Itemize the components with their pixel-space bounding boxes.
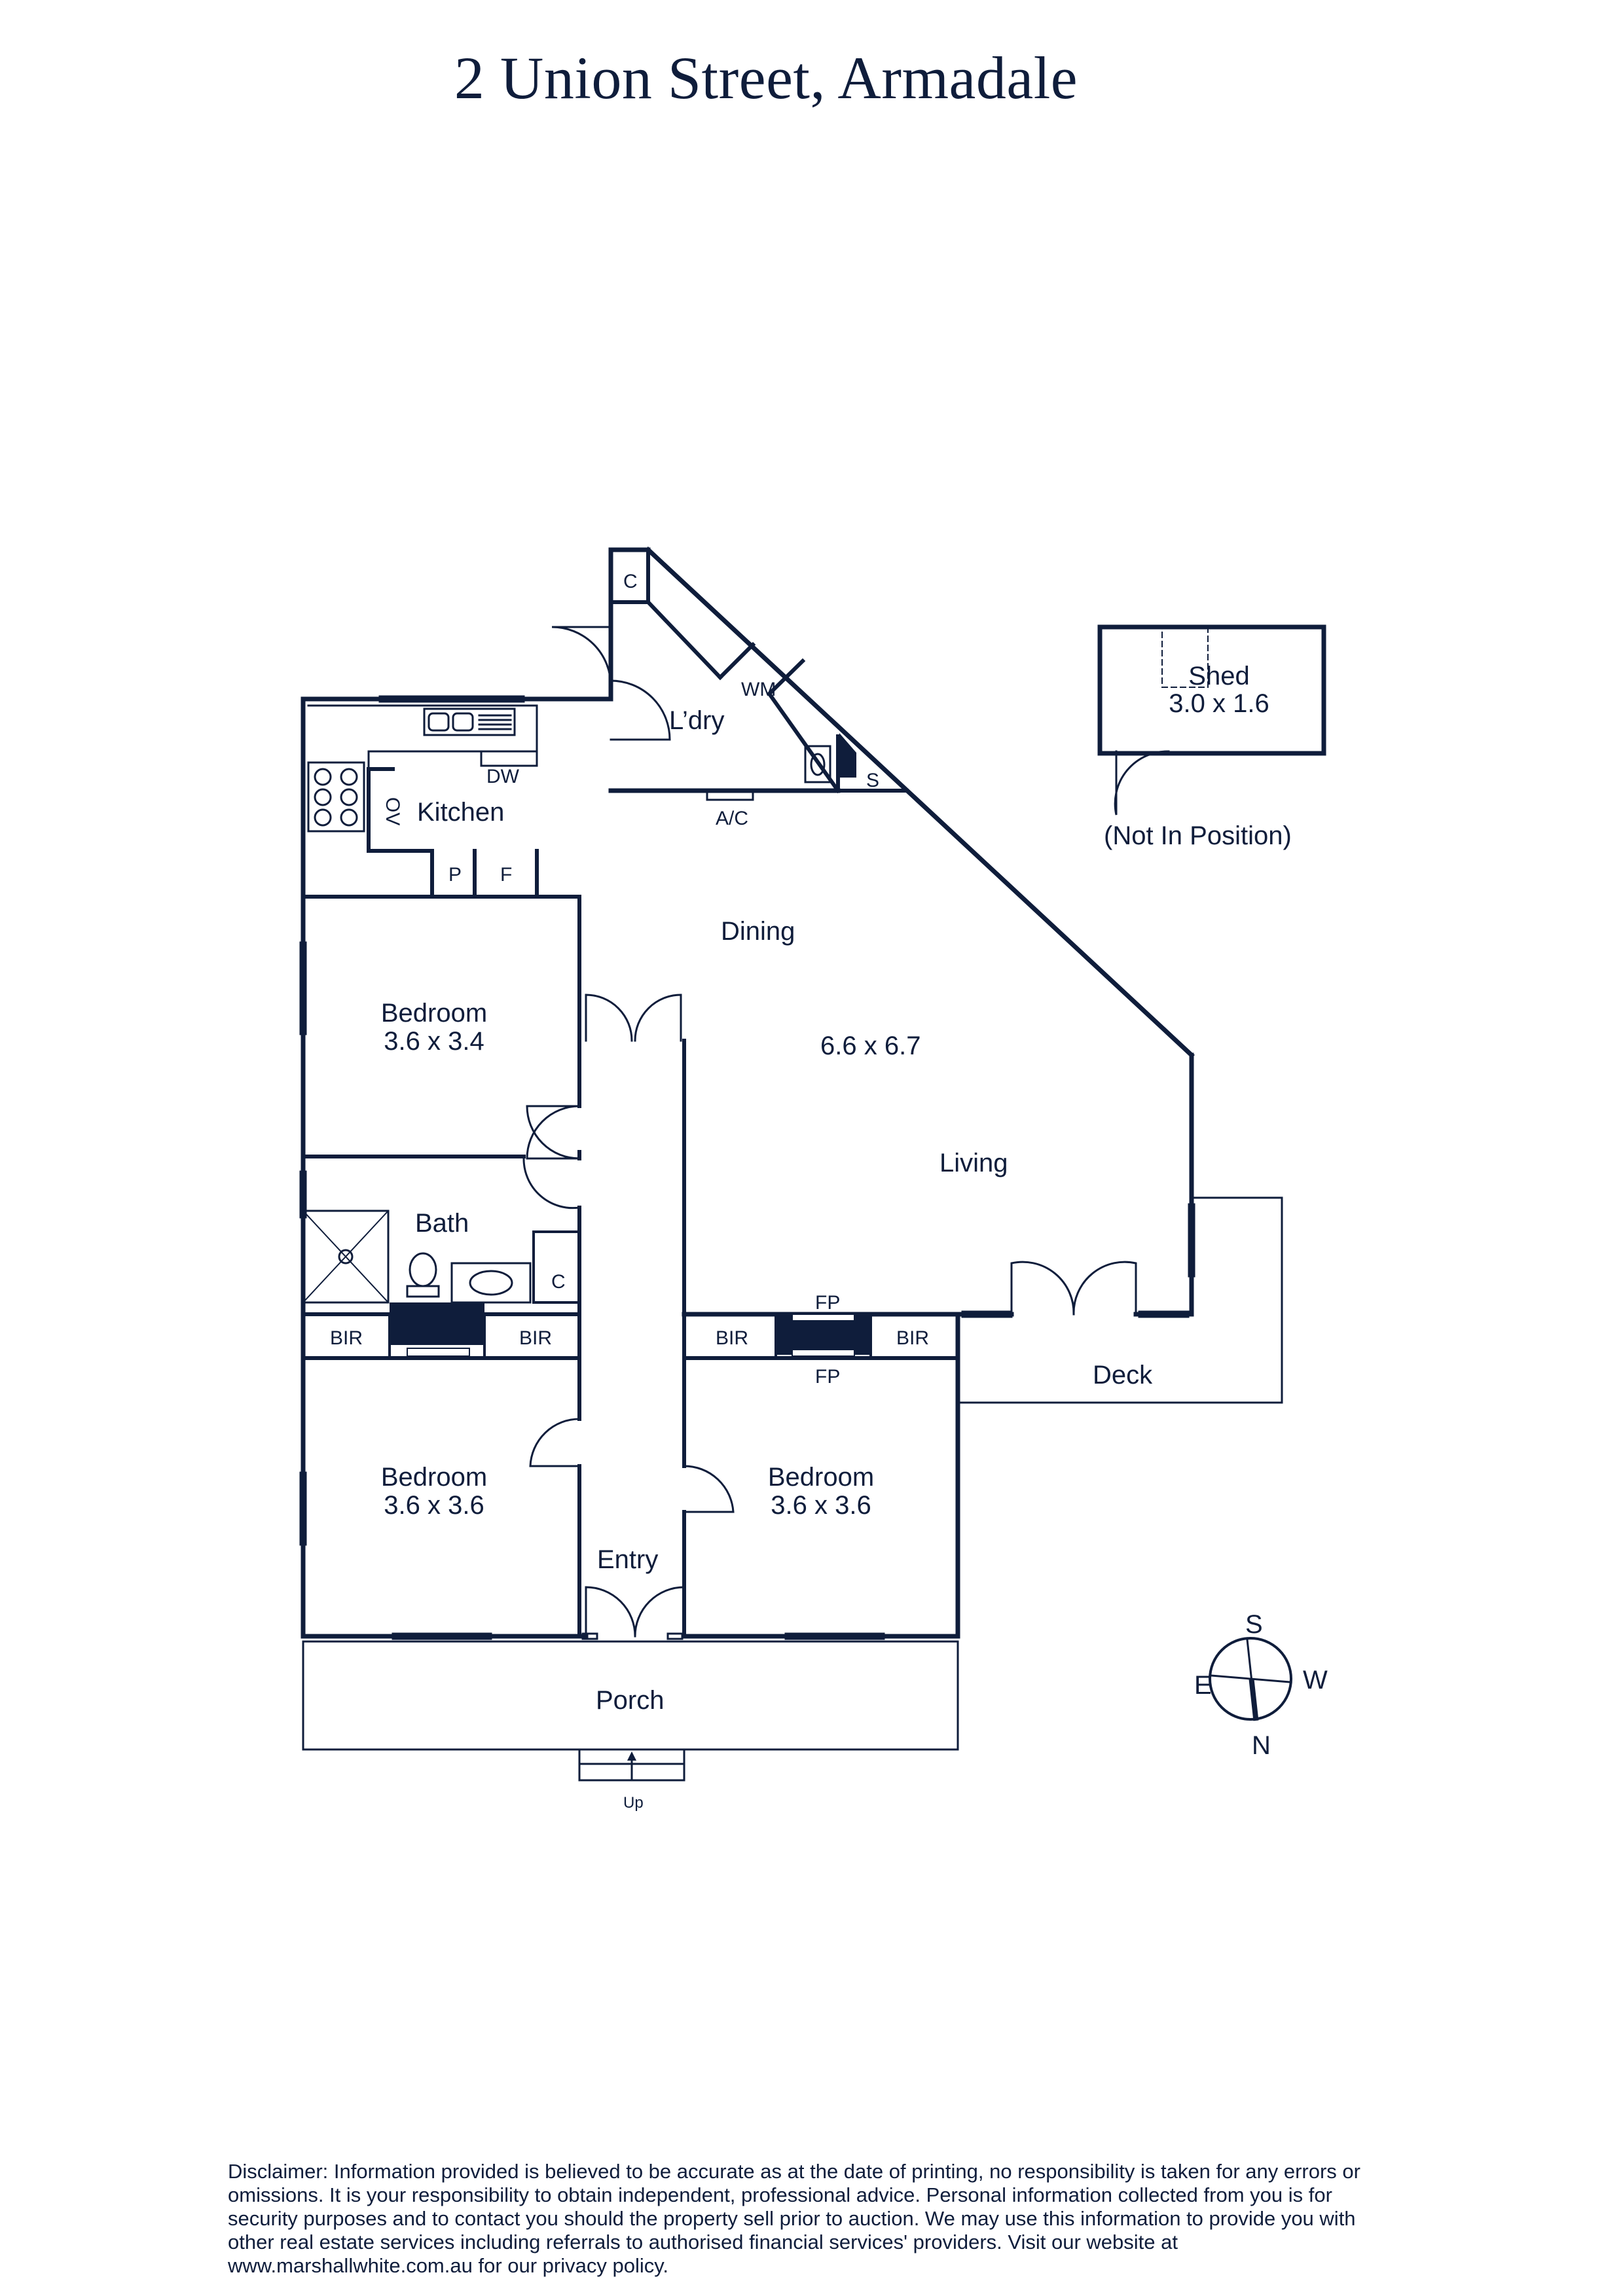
vanity-icon	[450, 1262, 532, 1304]
laundry-cupboard	[610, 548, 649, 603]
compass-e: E	[1194, 1671, 1212, 1700]
shed-outline	[1097, 624, 1326, 756]
dishwasher-label: DW	[486, 766, 520, 787]
shed-label: Shed	[1188, 662, 1249, 691]
fireplace-label-bottom: FP	[815, 1366, 840, 1388]
laundry-cupboard-label: C	[623, 571, 638, 592]
bir-label-4: BIR	[896, 1327, 929, 1349]
bedroom2-dims: 3.6 x 3.6	[384, 1491, 484, 1520]
sink-label: S	[866, 770, 879, 791]
kitchen-label: Kitchen	[417, 798, 504, 827]
exterior-walls	[301, 547, 1195, 1639]
toilet-icon	[409, 1252, 437, 1287]
built-in-robes	[302, 1313, 959, 1359]
fridge-label: F	[500, 864, 512, 886]
porch-label: Porch	[596, 1686, 665, 1715]
bedroom2-label: Bedroom	[381, 1463, 487, 1492]
living-label: Living	[939, 1149, 1008, 1177]
living-dims: 6.6 x 6.7	[820, 1031, 921, 1060]
bedroom1-dims: 3.6 x 3.4	[384, 1027, 484, 1056]
oven-label: OV	[382, 797, 403, 825]
laundry-label: L’dry	[669, 706, 725, 735]
cooktop-icon	[307, 761, 365, 833]
fireplace-label-top: FP	[815, 1292, 840, 1314]
bir-label-3: BIR	[716, 1327, 748, 1349]
bath-cupboard	[532, 1230, 581, 1304]
aircon-label: A/C	[716, 808, 748, 829]
shower-icon	[302, 1210, 390, 1304]
page-title: 2 Union Street, Armadale	[454, 45, 1078, 111]
fireplace-left	[390, 1302, 484, 1345]
bedroom3-dims: 3.6 x 3.6	[771, 1491, 871, 1520]
dining-label: Dining	[721, 917, 795, 946]
bath-cupboard-label: C	[551, 1271, 566, 1293]
bir-label-2: BIR	[519, 1327, 552, 1349]
dishwasher-icon	[480, 750, 538, 767]
washing-machine-label: WM	[741, 679, 776, 700]
kitchen-sink-icon	[423, 708, 516, 736]
bedroom1-label: Bedroom	[381, 999, 487, 1028]
bedroom3-label: Bedroom	[768, 1463, 874, 1492]
shed-note: (Not In Position)	[1104, 821, 1292, 850]
pantry-label: P	[448, 864, 462, 886]
disclaimer: Disclaimer: Information provided is beli…	[228, 2160, 1360, 2277]
up-label: Up	[623, 1794, 644, 1812]
door-swings	[522, 626, 1170, 1638]
shed-dims: 3.0 x 1.6	[1169, 689, 1269, 718]
bath-label: Bath	[415, 1209, 469, 1238]
aircon-icon	[706, 789, 754, 801]
compass-w: W	[1303, 1666, 1328, 1695]
compass-n: N	[1252, 1731, 1271, 1760]
laundry-trough-icon	[804, 745, 831, 783]
entry-label: Entry	[597, 1545, 658, 1574]
deck-label: Deck	[1093, 1361, 1153, 1390]
compass-icon	[1209, 1637, 1292, 1721]
bir-label-1: BIR	[330, 1327, 363, 1349]
compass-s: S	[1245, 1610, 1263, 1639]
